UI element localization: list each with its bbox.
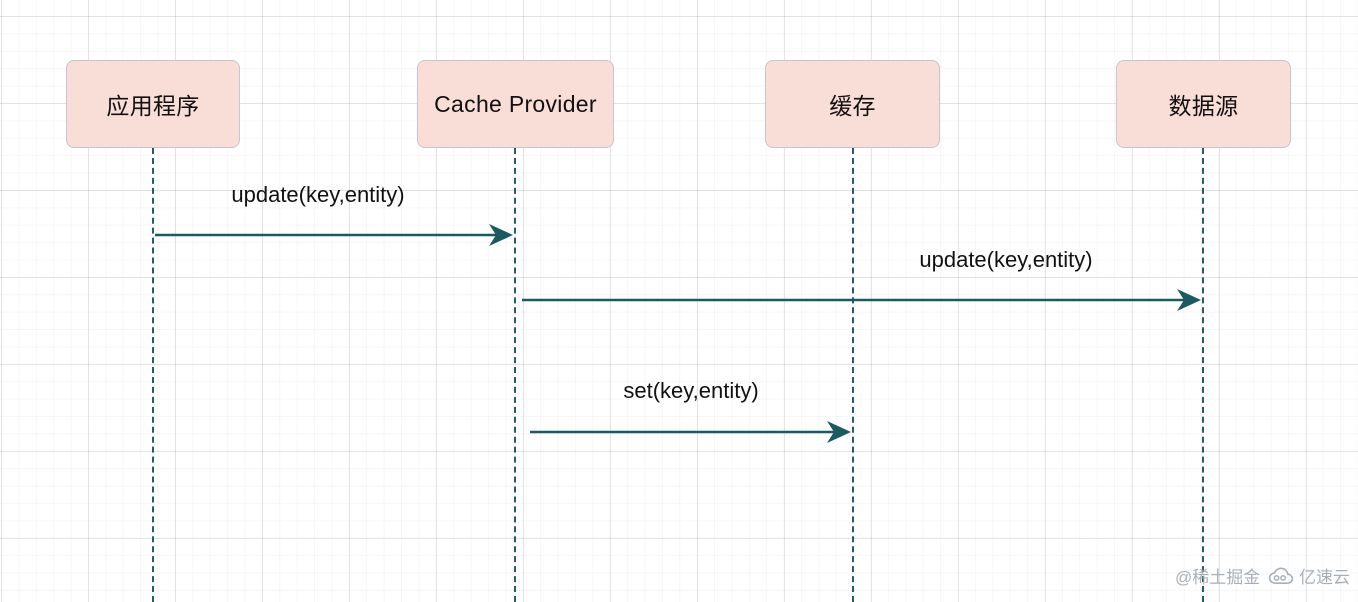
message-arrow-1[interactable] <box>155 224 513 246</box>
watermark-juejin: @稀土掘金 <box>1175 563 1260 588</box>
message-label-3: set(key,entity) <box>623 378 759 403</box>
participant-label: Cache Provider <box>434 90 597 117</box>
lifeline-app <box>152 148 154 602</box>
message-arrow-3[interactable] <box>530 421 851 443</box>
lifeline-cache <box>852 148 854 602</box>
participant-label: 缓存 <box>829 93 876 119</box>
participant-label: 应用程序 <box>106 93 200 119</box>
message-arrow-2[interactable] <box>522 289 1201 311</box>
arrowhead-icon <box>1177 289 1201 311</box>
watermark-yisuyun: 亿速云 <box>1268 563 1350 588</box>
message-label-2: update(key,entity) <box>919 247 1093 272</box>
participant-label: 数据源 <box>1168 93 1239 119</box>
participant-box-cache[interactable]: 缓存 <box>765 60 940 148</box>
participant-box-app[interactable]: 应用程序 <box>66 60 240 148</box>
arrowhead-icon <box>827 421 851 443</box>
lifeline-cache-provider <box>514 148 516 602</box>
participant-box-cache-provider[interactable]: Cache Provider <box>417 60 614 148</box>
arrowhead-icon <box>489 224 513 246</box>
participant-box-datasource[interactable]: 数据源 <box>1116 60 1291 148</box>
message-label-1: update(key,entity) <box>231 182 405 207</box>
watermark-yisuyun-text: 亿速云 <box>1299 568 1350 587</box>
cloud-icon <box>1268 566 1294 584</box>
watermark-juejin-text: @稀土掘金 <box>1175 568 1261 587</box>
lifeline-datasource <box>1202 148 1204 602</box>
